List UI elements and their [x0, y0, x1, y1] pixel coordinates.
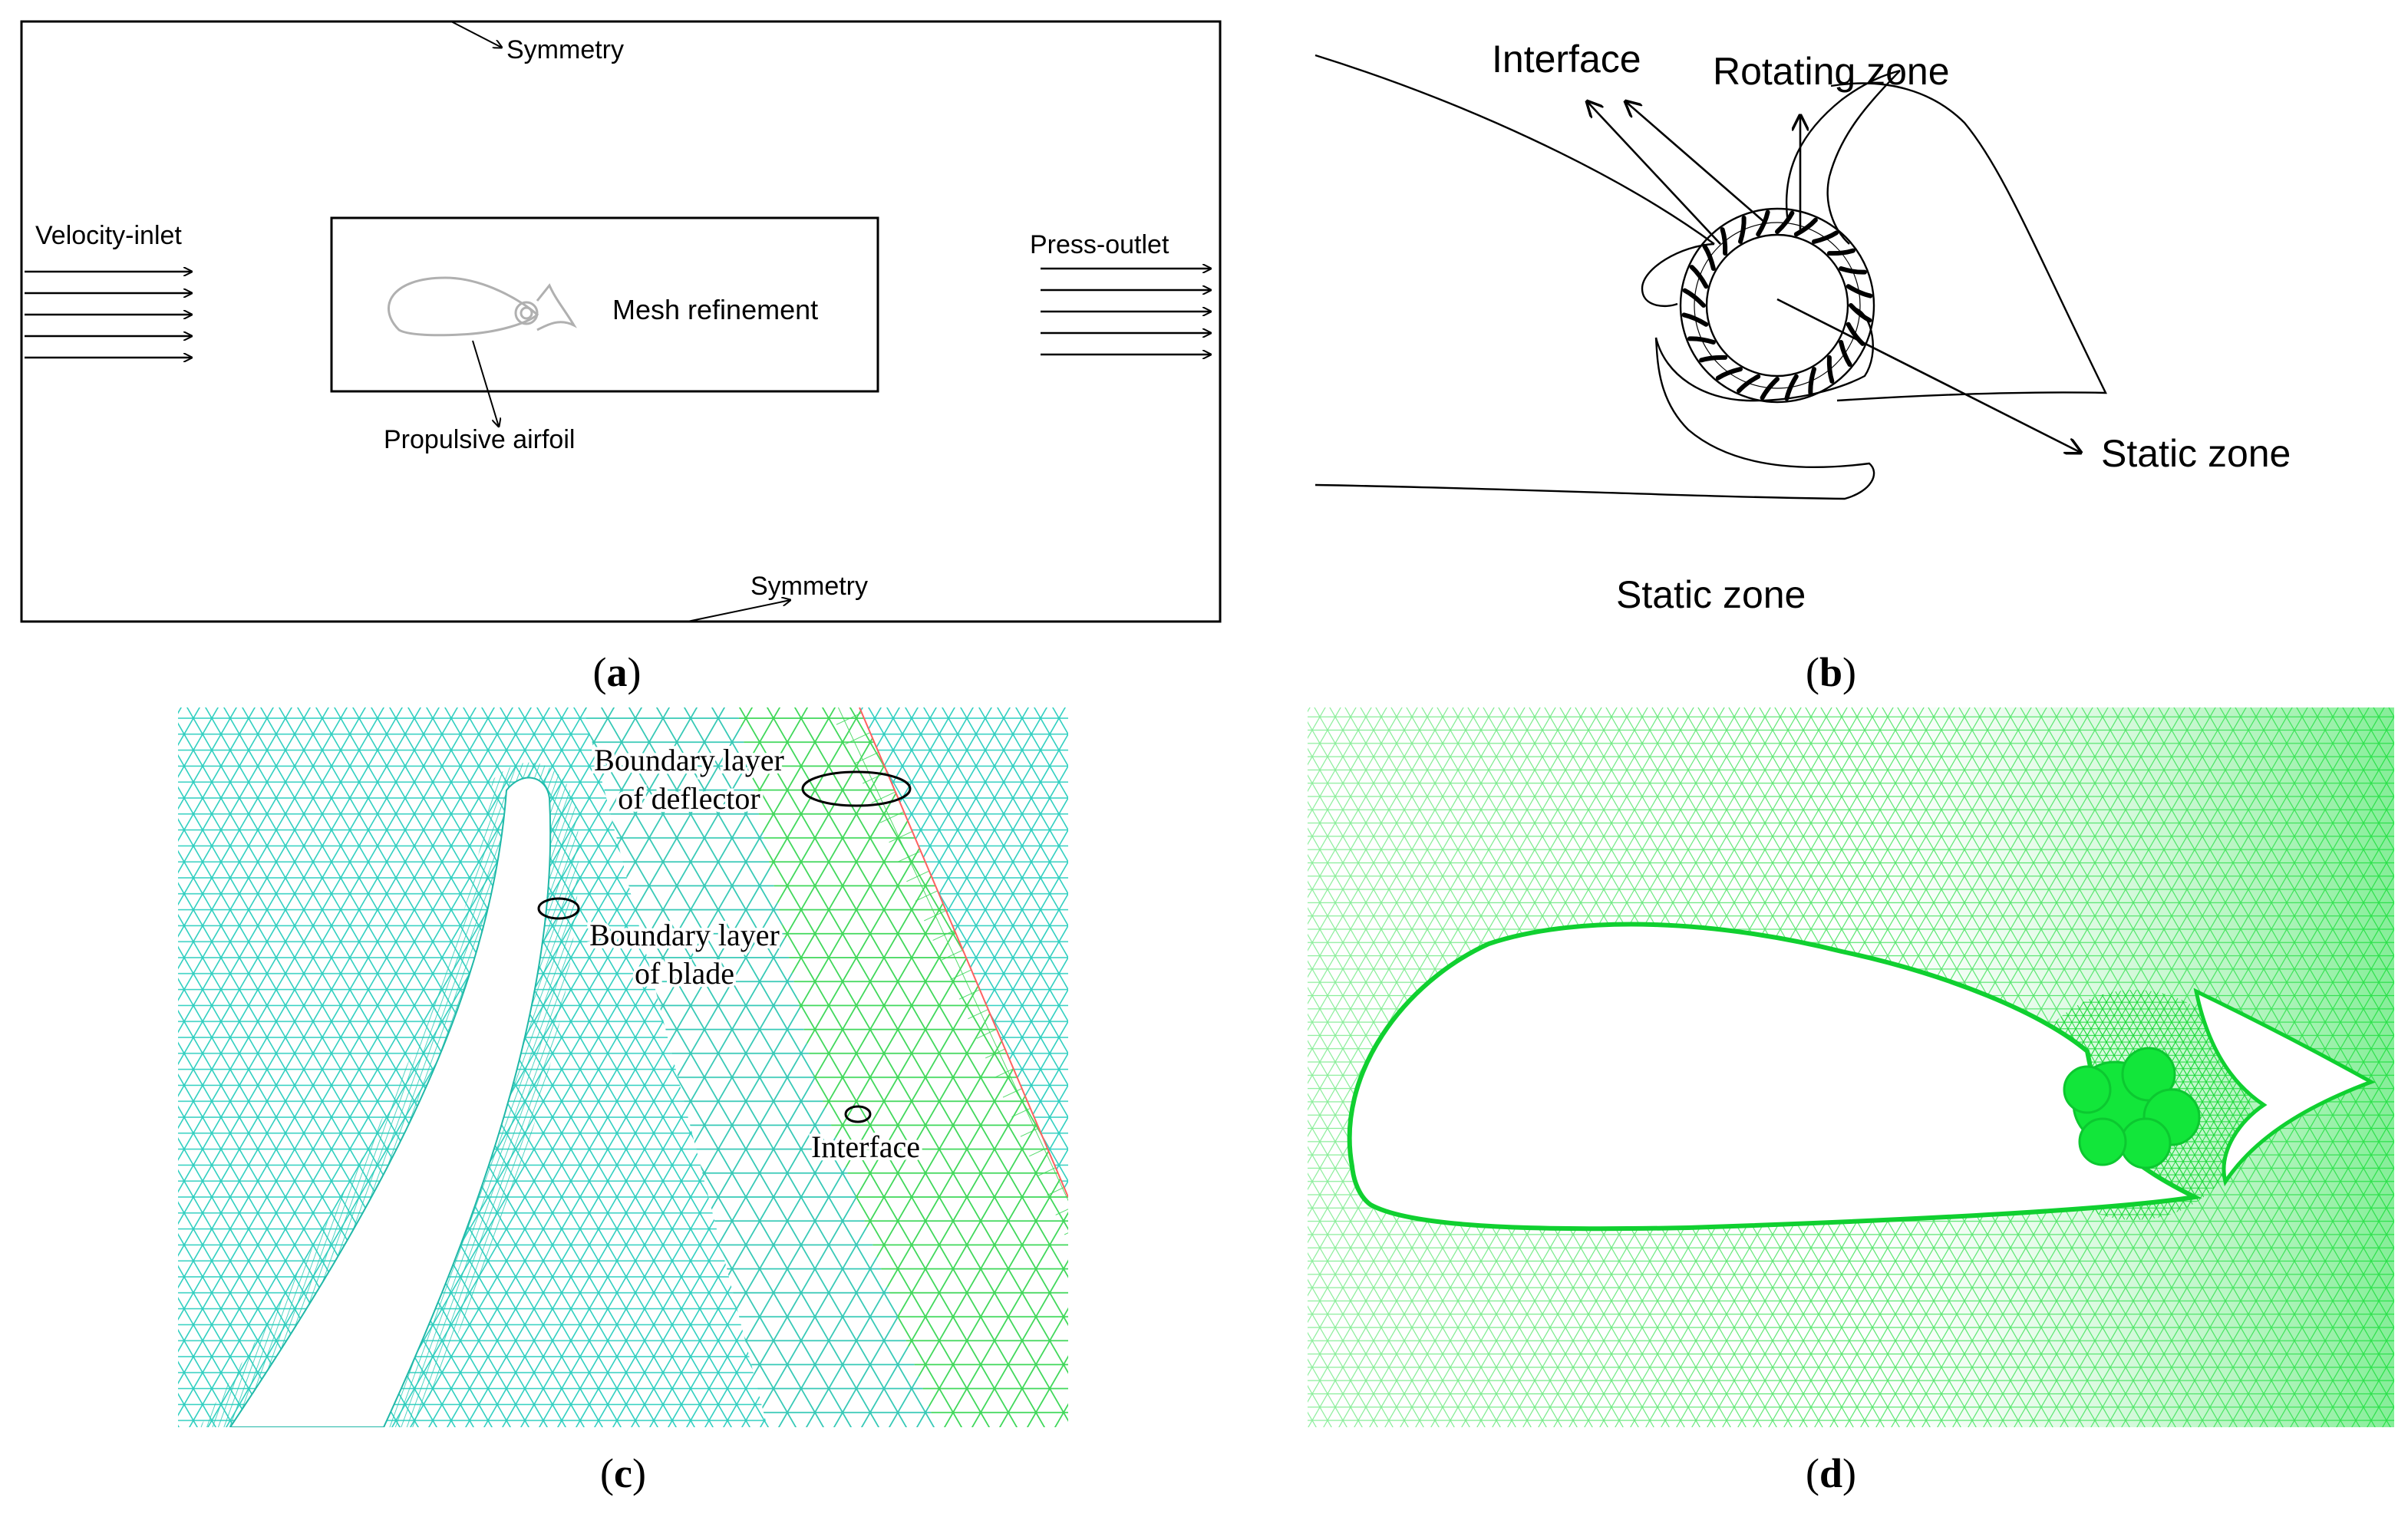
label-propulsive-airfoil: Propulsive airfoil	[384, 425, 575, 454]
panel-a: Symmetry Symmetry Velocity-inlet Press-o…	[20, 20, 1222, 695]
rotor-blade	[1682, 288, 1706, 308]
label-static-zone-bottom: Static zone	[1616, 573, 1806, 616]
rotor-outer-circle	[1679, 207, 1875, 404]
rotor-blade	[1826, 355, 1835, 384]
caption-a: (a)	[593, 649, 642, 695]
mesh-quad-region	[829, 707, 1068, 1243]
rotor-blade	[1826, 248, 1855, 256]
label-bl-blade-1: Boundary layer	[589, 918, 780, 952]
outlet-arrows	[1041, 269, 1211, 355]
rotor-blade	[1846, 284, 1873, 298]
label-static-zone-right: Static zone	[2101, 432, 2291, 475]
deflector-right	[1830, 82, 2107, 402]
panel-b-annotations	[1587, 101, 2081, 453]
rotor-blade	[1689, 265, 1709, 289]
rotor-inner-circle	[1705, 233, 1849, 378]
domain-boundary	[20, 20, 1222, 623]
caption-d: (d)	[1806, 1450, 1856, 1496]
rotor-blade	[1793, 217, 1818, 237]
rotor-blade	[1699, 355, 1728, 363]
caption-d-letter: d	[1819, 1450, 1842, 1496]
rotor-blade	[1720, 227, 1728, 256]
rotor-blade	[1756, 209, 1770, 237]
rotor-blade	[1849, 303, 1872, 323]
caption-c: (c)	[600, 1450, 646, 1496]
panel-b	[1315, 54, 2107, 500]
label-bl-blade-2: of blade	[635, 956, 734, 991]
mesh-refinement-box	[330, 216, 879, 393]
rotor-blade	[1808, 367, 1816, 395]
caption-a-letter: a	[607, 649, 628, 695]
bl-blade-ellipse	[537, 897, 580, 920]
label-mesh-refinement: Mesh refinement	[612, 294, 818, 325]
inlet-arrows	[25, 272, 192, 358]
rotor-blade	[1839, 340, 1852, 368]
label-symmetry-top: Symmetry	[506, 35, 624, 64]
rotor-blade	[1812, 230, 1839, 244]
rotor-interface-circle	[1694, 222, 1861, 389]
airfoil-lower-line	[1315, 337, 1875, 500]
caption-b: (b)	[1806, 649, 1856, 695]
deflector-left	[1785, 69, 1901, 245]
propulsive-airfoil-sketch	[388, 276, 577, 337]
airfoil-upper-line	[1315, 54, 1715, 245]
rotor-region	[2063, 1047, 2201, 1169]
rotor-blade	[1784, 374, 1799, 401]
label-rotating-zone: Rotating zone	[1713, 50, 1950, 93]
rotor-blade	[1775, 210, 1795, 234]
rotor-blade	[1839, 266, 1867, 275]
label-velocity-inlet: Velocity-inlet	[35, 221, 182, 250]
label-interface-c: Interface	[811, 1130, 920, 1164]
deflector	[2193, 988, 2376, 1187]
interface-ellipse	[844, 1105, 872, 1123]
label-bl-deflector-2: of deflector	[618, 781, 760, 816]
bl-deflector-ellipse	[801, 770, 912, 807]
rotor-blade	[1687, 336, 1716, 345]
panel-c: Boundary layer of deflector Boundary lay…	[178, 707, 1068, 1427]
label-press-outlet: Press-outlet	[1030, 230, 1169, 259]
rotor-blade	[1737, 374, 1761, 394]
rotor-blades	[1681, 209, 1873, 401]
rotor-blade	[1681, 312, 1709, 327]
caption-b-letter: b	[1819, 649, 1842, 695]
blade	[229, 777, 552, 1427]
rotor-blade	[1715, 367, 1743, 381]
rotor-blade	[1738, 216, 1747, 244]
panel-d	[1308, 707, 2394, 1427]
caption-c-letter: c	[614, 1450, 632, 1496]
rotor-blade	[1760, 377, 1780, 401]
label-interface-b: Interface	[1492, 38, 1641, 81]
label-bl-deflector-1: Boundary layer	[594, 743, 784, 777]
rotor-blade	[1702, 243, 1716, 271]
label-symmetry-bottom: Symmetry	[750, 572, 868, 601]
